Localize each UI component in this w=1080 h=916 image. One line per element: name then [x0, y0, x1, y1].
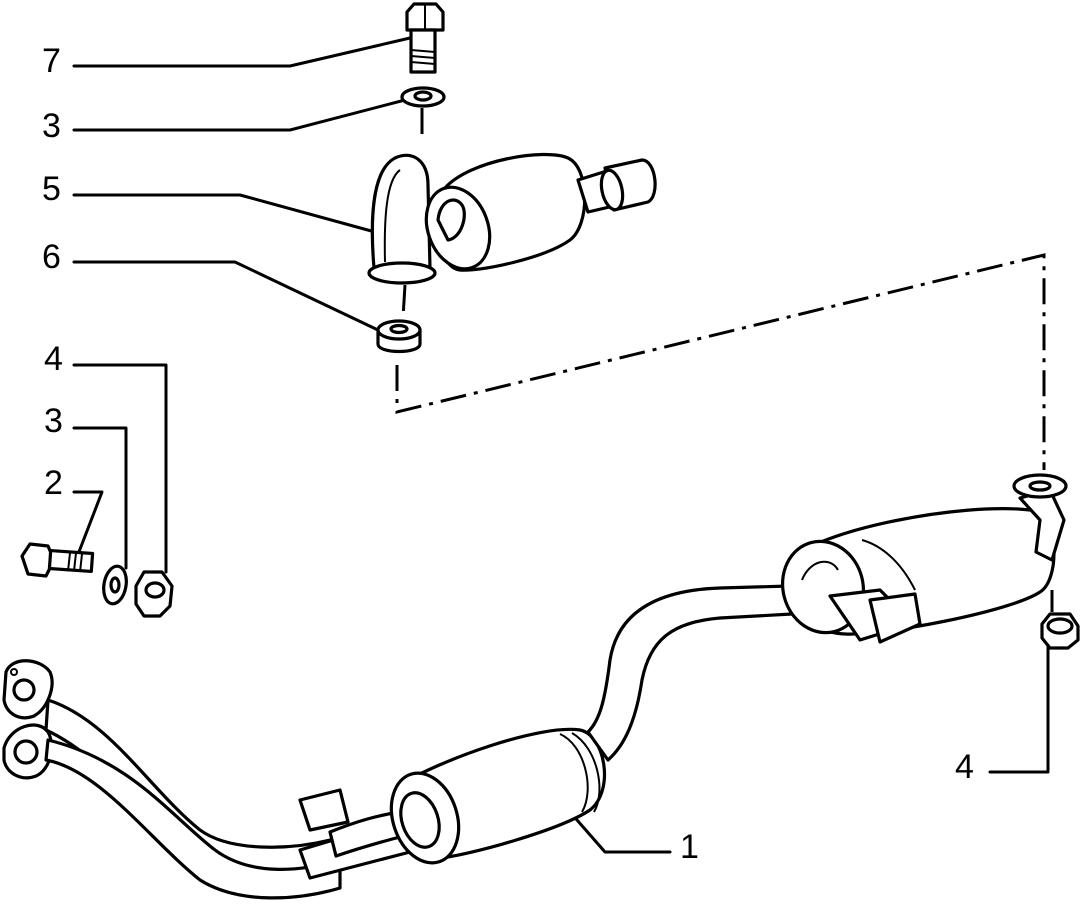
callout-4-right: 4	[955, 748, 974, 786]
callout-6: 6	[42, 238, 61, 276]
washer-3-top	[400, 86, 446, 108]
bolt-2	[20, 542, 95, 578]
callout-4-left: 4	[44, 340, 63, 378]
callout-3-top: 3	[42, 107, 61, 145]
leader-lines	[70, 36, 1050, 854]
rubber-mount-6	[376, 319, 422, 354]
washer-3-left	[102, 564, 128, 606]
nut-4-right	[1040, 612, 1080, 650]
assembly-lines	[395, 108, 1054, 612]
rear-silencer-5	[367, 152, 657, 285]
exhaust-assembly-1	[2, 473, 1068, 900]
nut-4-left	[134, 570, 174, 618]
callout-5: 5	[42, 170, 61, 208]
callout-7: 7	[42, 42, 61, 80]
callout-2: 2	[44, 464, 63, 502]
callout-1: 1	[680, 828, 699, 866]
callout-3-left: 3	[44, 402, 63, 440]
bolt-7	[405, 2, 445, 74]
